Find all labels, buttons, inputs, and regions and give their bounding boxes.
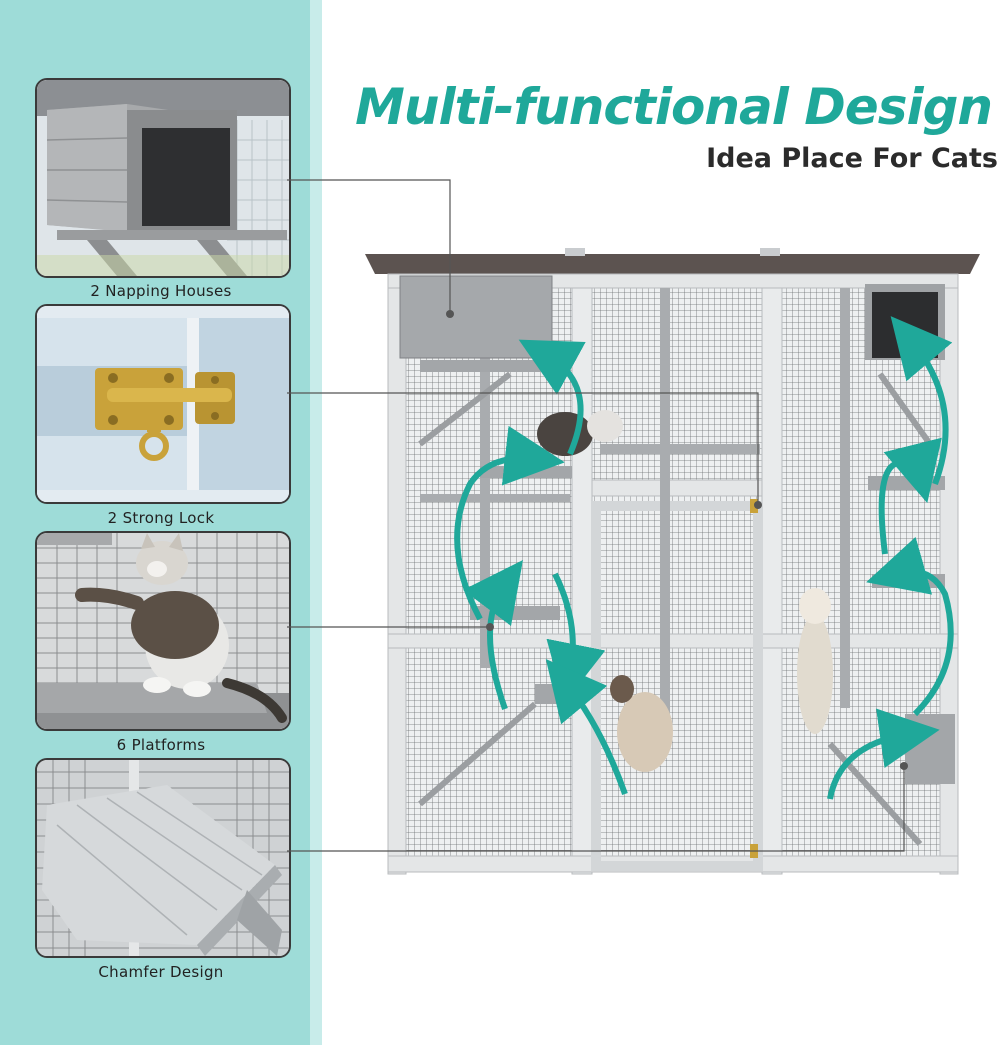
cat-enclosure-image xyxy=(360,244,985,884)
page-title: Multi-functional Design xyxy=(355,78,993,136)
napping-house-image xyxy=(35,78,291,278)
feature-caption: 2 Napping Houses xyxy=(90,282,232,300)
feature-caption: 6 Platforms xyxy=(116,736,206,754)
feature-caption: 2 Strong Lock xyxy=(107,509,215,527)
page-subtitle: Idea Place For Cats xyxy=(706,143,998,174)
feature-caption: Chamfer Design xyxy=(98,963,224,981)
lock-image xyxy=(35,304,291,504)
chamfer-shelf-image xyxy=(35,758,291,958)
cat-platform-image xyxy=(35,531,291,731)
